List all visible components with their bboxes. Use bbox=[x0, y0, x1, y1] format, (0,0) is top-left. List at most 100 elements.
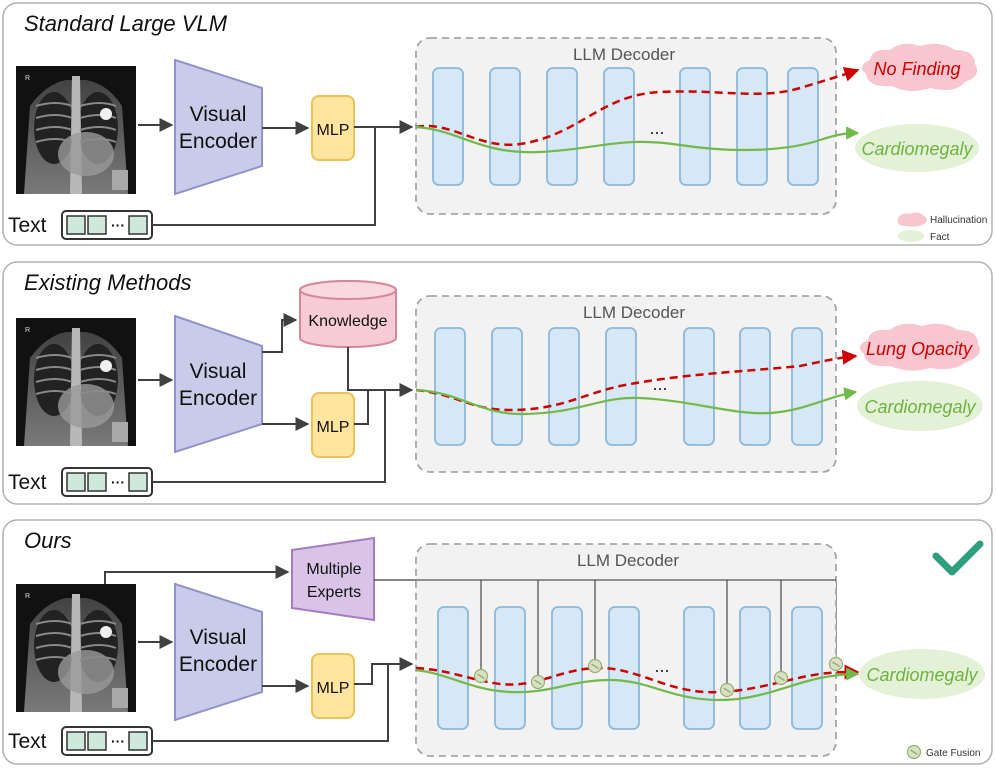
hallucination-cloud bbox=[861, 43, 978, 92]
panel-existing-methods: Existing Methods Visual Encoder Knowledg… bbox=[2, 261, 993, 505]
arrow-to-knowledge bbox=[262, 313, 298, 353]
encoder-label-line2: Encoder bbox=[179, 130, 257, 153]
token-ellipsis: ··· bbox=[111, 474, 125, 490]
legend-fact-label: Fact bbox=[930, 232, 950, 243]
panel-standard-vlm: Standard Large VLM Visual Encoder MLP Te… bbox=[2, 2, 993, 246]
decoder-layer bbox=[437, 606, 469, 730]
fact-path bbox=[415, 387, 858, 416]
decoder-layer bbox=[432, 67, 464, 186]
encoder-label-line1: Visual bbox=[190, 626, 247, 649]
visual-encoder bbox=[174, 582, 263, 722]
output-fact: Cardiomegaly bbox=[864, 397, 976, 417]
encoder-label-line1: Visual bbox=[190, 103, 247, 126]
hallucination-cloud bbox=[859, 323, 980, 371]
decoder-layer bbox=[491, 327, 523, 446]
text-connector bbox=[152, 390, 386, 483]
decoder-layer bbox=[548, 327, 580, 446]
decoder-label: LLM Decoder bbox=[583, 303, 685, 322]
decoder-layer bbox=[679, 67, 711, 186]
decoder-layer bbox=[683, 327, 715, 446]
fact-ellipse bbox=[859, 649, 985, 699]
fact-ellipse bbox=[855, 124, 979, 172]
panel-title: Existing Methods bbox=[24, 270, 192, 295]
mlp-connector bbox=[354, 390, 369, 425]
xray-image bbox=[15, 65, 137, 195]
panel-title: Standard Large VLM bbox=[24, 11, 228, 36]
decoder-layer bbox=[546, 67, 578, 186]
text-label: Text bbox=[8, 214, 47, 237]
token bbox=[128, 215, 148, 235]
gate-fusion-icon bbox=[530, 674, 546, 690]
token bbox=[87, 731, 107, 751]
decoder-layer bbox=[551, 606, 583, 730]
check-mark-icon bbox=[932, 540, 984, 576]
token bbox=[66, 472, 86, 492]
mlp-block bbox=[311, 653, 355, 719]
decoder-layer bbox=[739, 327, 771, 446]
decoder-layer bbox=[434, 327, 466, 446]
text-label: Text bbox=[8, 730, 47, 753]
decoder-layer bbox=[494, 606, 526, 730]
output-hallucination: No Finding bbox=[873, 59, 960, 79]
output-hallucination: Lung Opacity bbox=[866, 339, 973, 359]
hallucination-path bbox=[415, 664, 860, 694]
knowledge-label: Knowledge bbox=[308, 313, 387, 330]
decoder-layer bbox=[603, 67, 635, 186]
decoder-layer bbox=[791, 606, 823, 730]
arrow-to-decoder bbox=[354, 657, 414, 685]
encoder-label-line2: Encoder bbox=[179, 387, 257, 410]
hallucination-path bbox=[415, 67, 860, 147]
layer-ellipsis: ... bbox=[654, 656, 669, 676]
token bbox=[87, 215, 107, 235]
token bbox=[66, 731, 86, 751]
multiple-experts bbox=[291, 536, 375, 622]
layer-ellipsis: ... bbox=[649, 118, 664, 138]
gate-fusion-icon bbox=[719, 682, 735, 698]
gate-fusion-icon bbox=[587, 658, 603, 674]
fact-path bbox=[415, 125, 860, 154]
layer-ellipsis: ... bbox=[652, 374, 667, 394]
encoder-label-line2: Encoder bbox=[179, 653, 257, 676]
decoder-layer bbox=[739, 606, 771, 730]
output-fact: Cardiomegaly bbox=[861, 139, 973, 159]
xray-image bbox=[15, 317, 137, 447]
decoder-layer bbox=[489, 67, 521, 186]
fact-path bbox=[415, 667, 860, 702]
mlp-label: MLP bbox=[317, 419, 350, 436]
xray-image bbox=[15, 583, 137, 713]
encoder-label-line1: Visual bbox=[190, 360, 247, 383]
token bbox=[128, 472, 148, 492]
token bbox=[66, 215, 86, 235]
text-label: Text bbox=[8, 471, 47, 494]
gate-fusion-icon bbox=[773, 670, 789, 686]
knowledge-database-top bbox=[299, 280, 397, 300]
decoder-layer bbox=[791, 327, 823, 446]
panel-title: Ours bbox=[24, 528, 72, 553]
decoder-layer bbox=[736, 67, 768, 186]
token-ellipsis: ··· bbox=[111, 733, 125, 749]
decoder-layer bbox=[787, 67, 819, 186]
experts-label-line1: Multiple bbox=[306, 561, 361, 578]
text-connector bbox=[152, 127, 376, 226]
gate-fusion-icon bbox=[473, 668, 489, 684]
legend-gate-fusion-label: Gate Fusion bbox=[926, 748, 980, 759]
token-ellipsis: ··· bbox=[111, 217, 125, 233]
panel-ours: Ours Multiple Experts Visual Encoder MLP… bbox=[2, 519, 993, 765]
experts-label-line2: Experts bbox=[307, 584, 361, 601]
legend-hallucination-label: Hallucination bbox=[930, 215, 987, 226]
arrow-to-experts bbox=[104, 565, 290, 584]
legend-fact-swatch bbox=[898, 230, 924, 242]
token bbox=[128, 731, 148, 751]
legend-gate-fusion-icon bbox=[906, 744, 922, 760]
decoder-label: LLM Decoder bbox=[577, 551, 679, 570]
output-fact: Cardiomegaly bbox=[866, 665, 978, 685]
mlp-label: MLP bbox=[317, 680, 350, 697]
token bbox=[87, 472, 107, 492]
text-connector bbox=[152, 664, 389, 742]
mlp-label: MLP bbox=[317, 122, 350, 139]
gate-fusion-icon bbox=[828, 656, 844, 672]
legend-hallucination-swatch bbox=[897, 212, 927, 227]
decoder-layer bbox=[683, 606, 715, 730]
